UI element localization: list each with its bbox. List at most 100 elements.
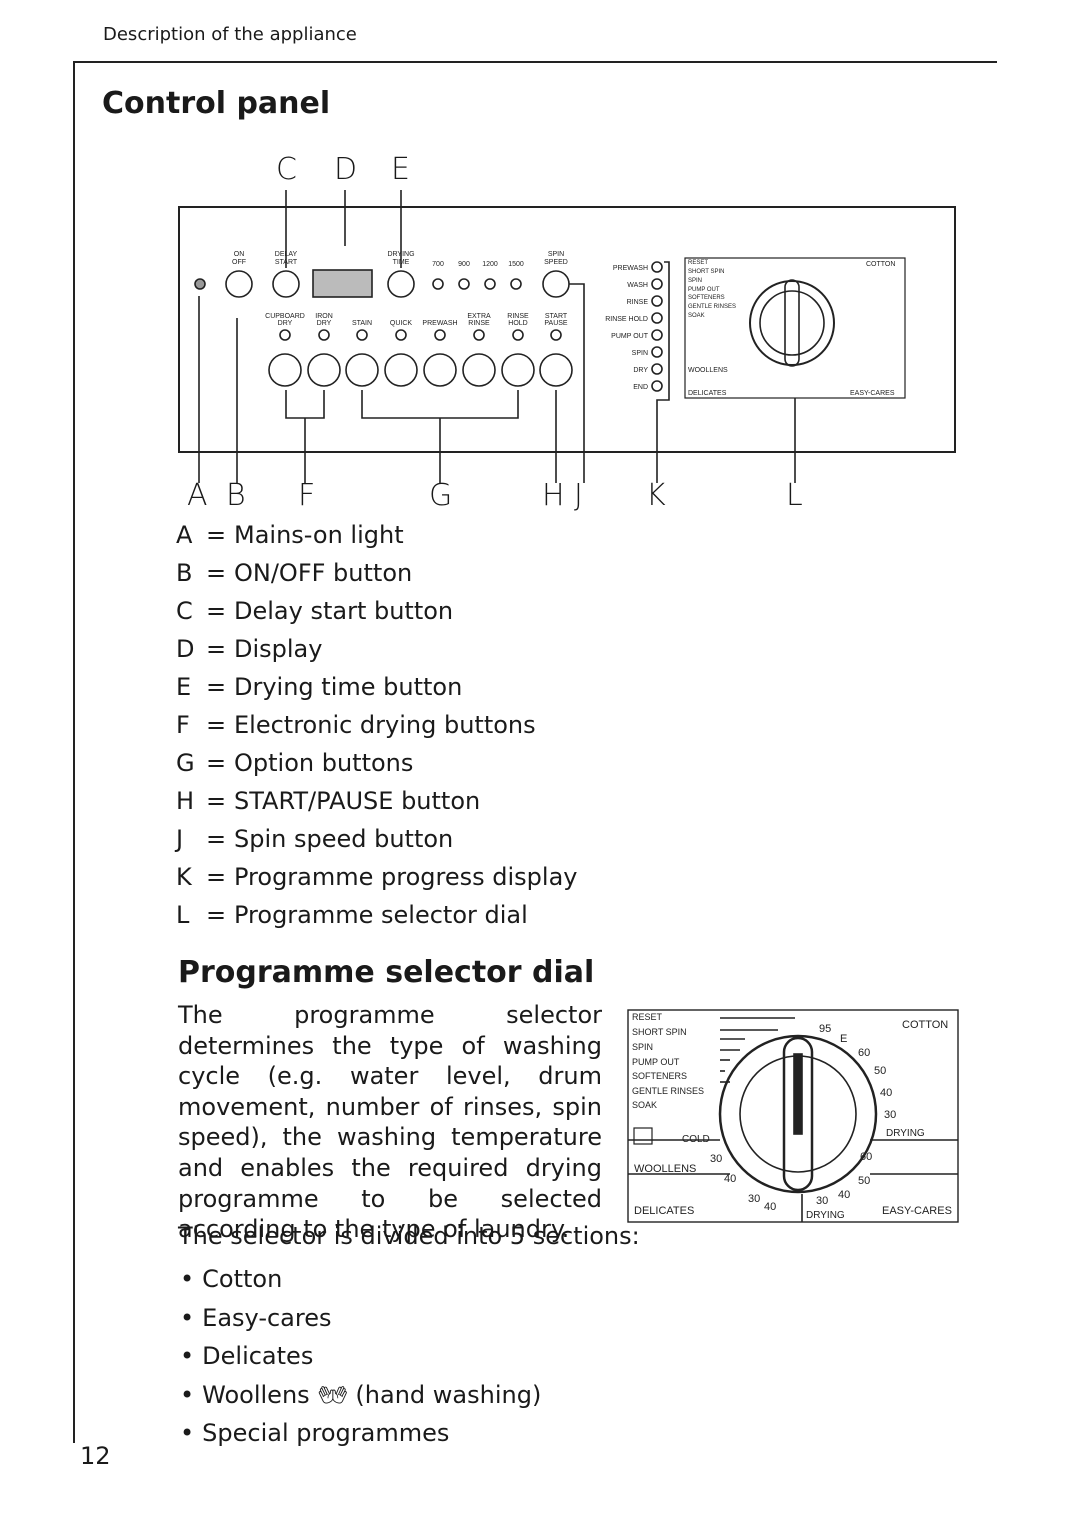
- label-time: TIME: [393, 259, 410, 266]
- legend-row: A=Mains-on light: [176, 516, 578, 554]
- legend-key: J: [176, 825, 184, 853]
- callout-f: F: [298, 478, 316, 513]
- legend-row: G=Option buttons: [176, 744, 578, 782]
- label-opt6-b: RINSE: [468, 320, 490, 327]
- legend-row: H=START/PAUSE button: [176, 782, 578, 820]
- dial-shortspin: SHORT SPIN: [632, 1027, 687, 1037]
- dial-spin: SPIN: [632, 1042, 653, 1052]
- mini-dial-softeners: SOFTENERS: [688, 295, 725, 301]
- label-opt2-a: IRON: [315, 313, 333, 320]
- legend-row: J=Spin speed button: [176, 820, 578, 858]
- label-on: ON: [234, 251, 245, 258]
- label-opt1-b: DRY: [278, 320, 293, 327]
- legend-text: Electronic drying buttons: [234, 711, 536, 739]
- page-number: 12: [80, 1442, 111, 1470]
- dial-temp-30: 30: [884, 1109, 896, 1121]
- dial-delicates: DELICATES: [634, 1205, 694, 1217]
- selector-dial-diagram: RESET SHORT SPIN SPIN PUMP OUT SOFTENERS…: [627, 1009, 959, 1223]
- callout-j: J: [574, 478, 583, 513]
- dial-soak: SOAK: [632, 1100, 657, 1110]
- legend-text: Programme selector dial: [234, 901, 528, 929]
- label-drying: DRYING: [387, 251, 414, 258]
- legend-text: Drying time button: [234, 673, 463, 701]
- legend-text: START/PAUSE button: [234, 787, 481, 815]
- control-panel-diagram: ON OFF DELAY START DRYING TIME SPIN SPEE…: [178, 190, 956, 483]
- list-item: Cotton: [180, 1260, 541, 1299]
- label-1200: 1200: [482, 261, 498, 268]
- legend-list: A=Mains-on light B=ON/OFF button C=Delay…: [176, 516, 578, 934]
- label-opt4: QUICK: [390, 320, 413, 327]
- legend-row: E=Drying time button: [176, 668, 578, 706]
- dial-temp-e: E: [840, 1033, 847, 1045]
- label-700: 700: [432, 261, 444, 268]
- legend-key: B: [176, 559, 193, 587]
- sections-intro: The selector is divided into 5 sections:: [178, 1222, 640, 1250]
- label-opt7-a: RINSE: [507, 313, 529, 320]
- dial-pumpout: PUMP OUT: [632, 1057, 680, 1067]
- label-opt6-a: EXTRA: [467, 313, 491, 320]
- dial-ec-30: 30: [816, 1195, 828, 1207]
- label-off: OFF: [232, 259, 246, 266]
- list-item-text: Woollens: [202, 1380, 310, 1409]
- label-opt8-b: PAUSE: [544, 320, 568, 327]
- legend-text: Option buttons: [234, 749, 414, 777]
- hand-wash-icon: [633, 1127, 653, 1145]
- dial-delicates-30: 30: [748, 1193, 760, 1205]
- label-opt1-a: CUPBOARD: [265, 313, 305, 320]
- legend-row: L=Programme selector dial: [176, 896, 578, 934]
- legend-text: ON/OFF button: [234, 559, 413, 587]
- label-start: START: [275, 259, 298, 266]
- label-900: 900: [458, 261, 470, 268]
- callout-k: K: [646, 478, 666, 513]
- progress-label-4: RINSE HOLD: [605, 316, 648, 323]
- dial-delicates-40: 40: [764, 1201, 776, 1213]
- progress-label-6: SPIN: [632, 350, 648, 357]
- progress-label-7: DRY: [633, 367, 648, 374]
- legend-key: H: [176, 787, 195, 815]
- legend-text: Programme progress display: [234, 863, 578, 891]
- label-delay: DELAY: [275, 251, 298, 258]
- header-rule: [73, 61, 997, 63]
- dial-gentle: GENTLE RINSES: [632, 1086, 704, 1096]
- mini-dial-pumpout: PUMP OUT: [688, 287, 720, 293]
- mini-dial-woollens: WOOLLENS: [688, 367, 728, 374]
- dial-temp-60: 60: [858, 1047, 870, 1059]
- legend-text: Spin speed button: [234, 825, 454, 853]
- dial-drying-bottom: DRYING: [806, 1210, 845, 1221]
- callout-g: G: [429, 478, 453, 513]
- label-1500: 1500: [508, 261, 524, 268]
- label-opt8-a: START: [545, 313, 568, 320]
- dial-cold: COLD: [682, 1134, 710, 1145]
- label-opt3: STAIN: [352, 320, 372, 327]
- page-header: Description of the appliance: [103, 24, 357, 45]
- callout-c: C: [276, 152, 297, 187]
- dial-ec-50: 50: [858, 1175, 870, 1187]
- mini-dial-shortspin: SHORT SPIN: [688, 269, 724, 275]
- margin-rule: [73, 61, 75, 1443]
- callout-d: D: [334, 152, 358, 187]
- legend-key: E: [176, 673, 192, 701]
- hand-wash-icon: 👐︎: [317, 1380, 348, 1409]
- progress-label-5: PUMP OUT: [611, 333, 649, 340]
- list-item: Special programmes: [180, 1414, 541, 1453]
- legend-key: A: [176, 521, 193, 549]
- label-opt2-b: DRY: [317, 320, 332, 327]
- mini-dial-soak: SOAK: [688, 313, 705, 319]
- section-title-selector-dial: Programme selector dial: [178, 955, 595, 990]
- mini-dial-easycares: EASY-CARES: [850, 390, 895, 397]
- callout-a: A: [187, 478, 208, 513]
- dial-temp-95: 95: [819, 1023, 831, 1035]
- legend-row: K=Programme progress display: [176, 858, 578, 896]
- dial-drying-top: DRYING: [886, 1128, 925, 1139]
- list-item: Woollens 👐︎ (hand washing): [180, 1376, 541, 1415]
- sections-list: Cotton Easy-cares Delicates Woollens 👐︎ …: [180, 1260, 541, 1453]
- legend-row: F=Electronic drying buttons: [176, 706, 578, 744]
- progress-label-3: RINSE: [627, 299, 649, 306]
- mini-dial-cotton: COTTON: [866, 261, 895, 268]
- callout-b: B: [226, 478, 246, 513]
- dial-temp-40: 40: [880, 1087, 892, 1099]
- dial-woollens-30: 30: [710, 1153, 722, 1165]
- legend-key: F: [176, 711, 190, 739]
- progress-label-1: PREWASH: [613, 265, 648, 272]
- dial-woollens-40: 40: [724, 1173, 736, 1185]
